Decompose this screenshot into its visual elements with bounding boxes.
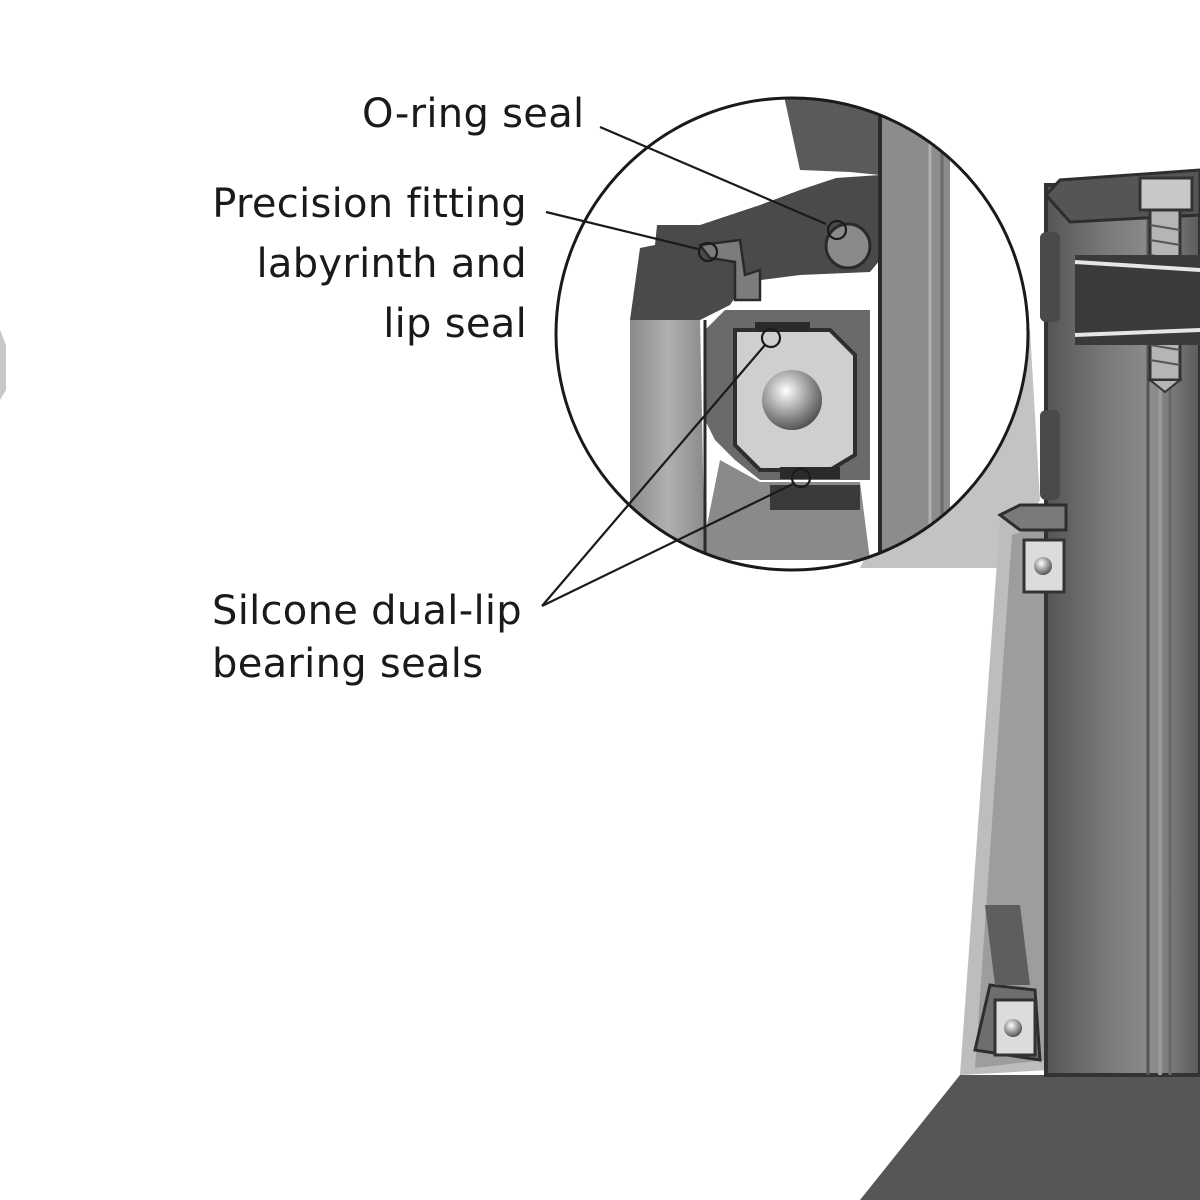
stem-clamp-upper — [1040, 232, 1060, 322]
zoom-ball-bearing — [762, 370, 822, 430]
headset-body — [860, 168, 1200, 1200]
leader-lines — [541, 125, 848, 607]
left-edge-shape — [0, 330, 6, 400]
precision-fitting-label-line3: lip seal — [383, 301, 527, 347]
precision-fitting-label-line2: labyrinth and — [256, 241, 527, 287]
frame-base — [860, 1075, 1200, 1200]
leader-silicone-lower — [541, 483, 794, 607]
silicone-seals-label-line2: bearing seals — [212, 641, 484, 687]
leader-o-ring — [599, 125, 827, 226]
zoom-seal-top — [755, 322, 810, 332]
upper-bearing-cover — [997, 503, 1068, 532]
zoom-top-cap — [630, 98, 880, 320]
leader-precision-fitting — [545, 210, 699, 251]
zoom-circle — [556, 98, 1028, 570]
zoom-circle-outline — [554, 96, 1030, 572]
precision-fitting-label-line1: Precision fitting — [212, 181, 527, 227]
stem-clamp-lower — [1040, 410, 1060, 500]
leader-silicone-upper — [541, 344, 766, 607]
silicone-seals-label-line1: Silcone dual-lip — [212, 588, 522, 634]
zoom-o-ring — [824, 222, 872, 270]
top-cap-bolt — [1138, 176, 1194, 212]
zoom-labyrinth — [697, 238, 762, 302]
zoom-fork-shaft — [630, 318, 705, 570]
o-ring-seal-label: O-ring seal — [362, 91, 585, 137]
